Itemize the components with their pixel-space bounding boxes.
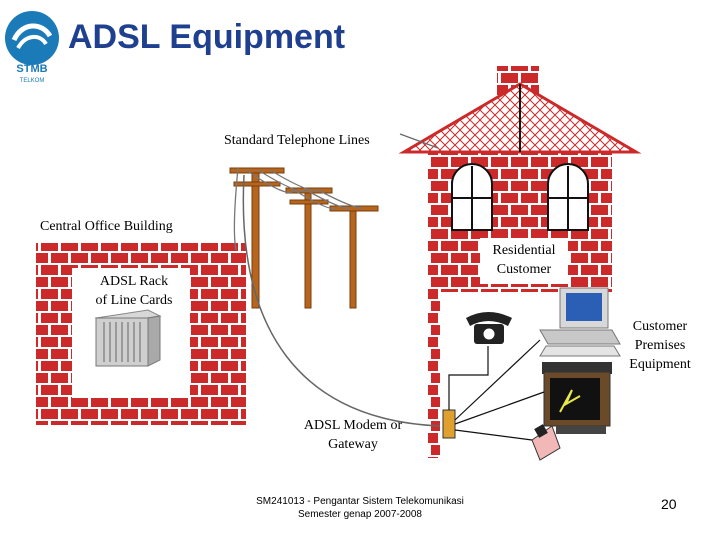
footer-line1: SM241013 - Pengantar Sistem Telekomunika… [256, 496, 464, 507]
page-title: ADSL Equipment [68, 18, 346, 56]
telephone-lines-pointer [399, 133, 439, 149]
residential-label-line1: Residential [492, 243, 556, 258]
logo-subtext: TELKOM [20, 78, 45, 84]
remote-control-icon [531, 424, 561, 461]
cpe-label-line2: Premises [634, 338, 686, 353]
telephone-poles [229, 167, 379, 309]
cpe-label-line3: Equipment [629, 357, 691, 372]
modem-label-line1: ADSL Modem or [303, 418, 403, 433]
telephone-lines-label: Standard Telephone Lines [224, 133, 370, 148]
cpe-label: Customer Premises Equipment [618, 317, 702, 374]
footer-line2: Semester genap 2007-2008 [298, 509, 422, 520]
footer: SM241013 - Pengantar Sistem Telekomunika… [220, 495, 500, 521]
telephone-icon [466, 312, 512, 344]
logo: STMB TELKOM [5, 11, 59, 84]
dsl-line [242, 174, 441, 427]
adsl-rack-label-line2: of Line Cards [95, 293, 173, 308]
computer-icon [539, 287, 621, 357]
residential-customer-label: Residential Customer [480, 241, 568, 279]
adsl-rack-label-line1: ADSL Rack [99, 274, 169, 289]
central-office-label: Central Office Building [40, 219, 173, 234]
cpe-label-line1: Customer [632, 319, 688, 334]
logo-text: STMB [16, 63, 47, 75]
television-icon [542, 362, 612, 434]
adsl-rack-label: ADSL Rack of Line Cards [84, 272, 184, 310]
residential-label-line2: Customer [496, 262, 552, 277]
adsl-modem [442, 409, 456, 439]
modem-label-line2: Gateway [328, 437, 378, 452]
modem-label: ADSL Modem or Gateway [286, 416, 420, 454]
telephone-wires [233, 167, 363, 251]
adsl-rack-image [94, 309, 162, 367]
page-number: 20 [661, 496, 677, 512]
cpe-connections [448, 339, 545, 441]
